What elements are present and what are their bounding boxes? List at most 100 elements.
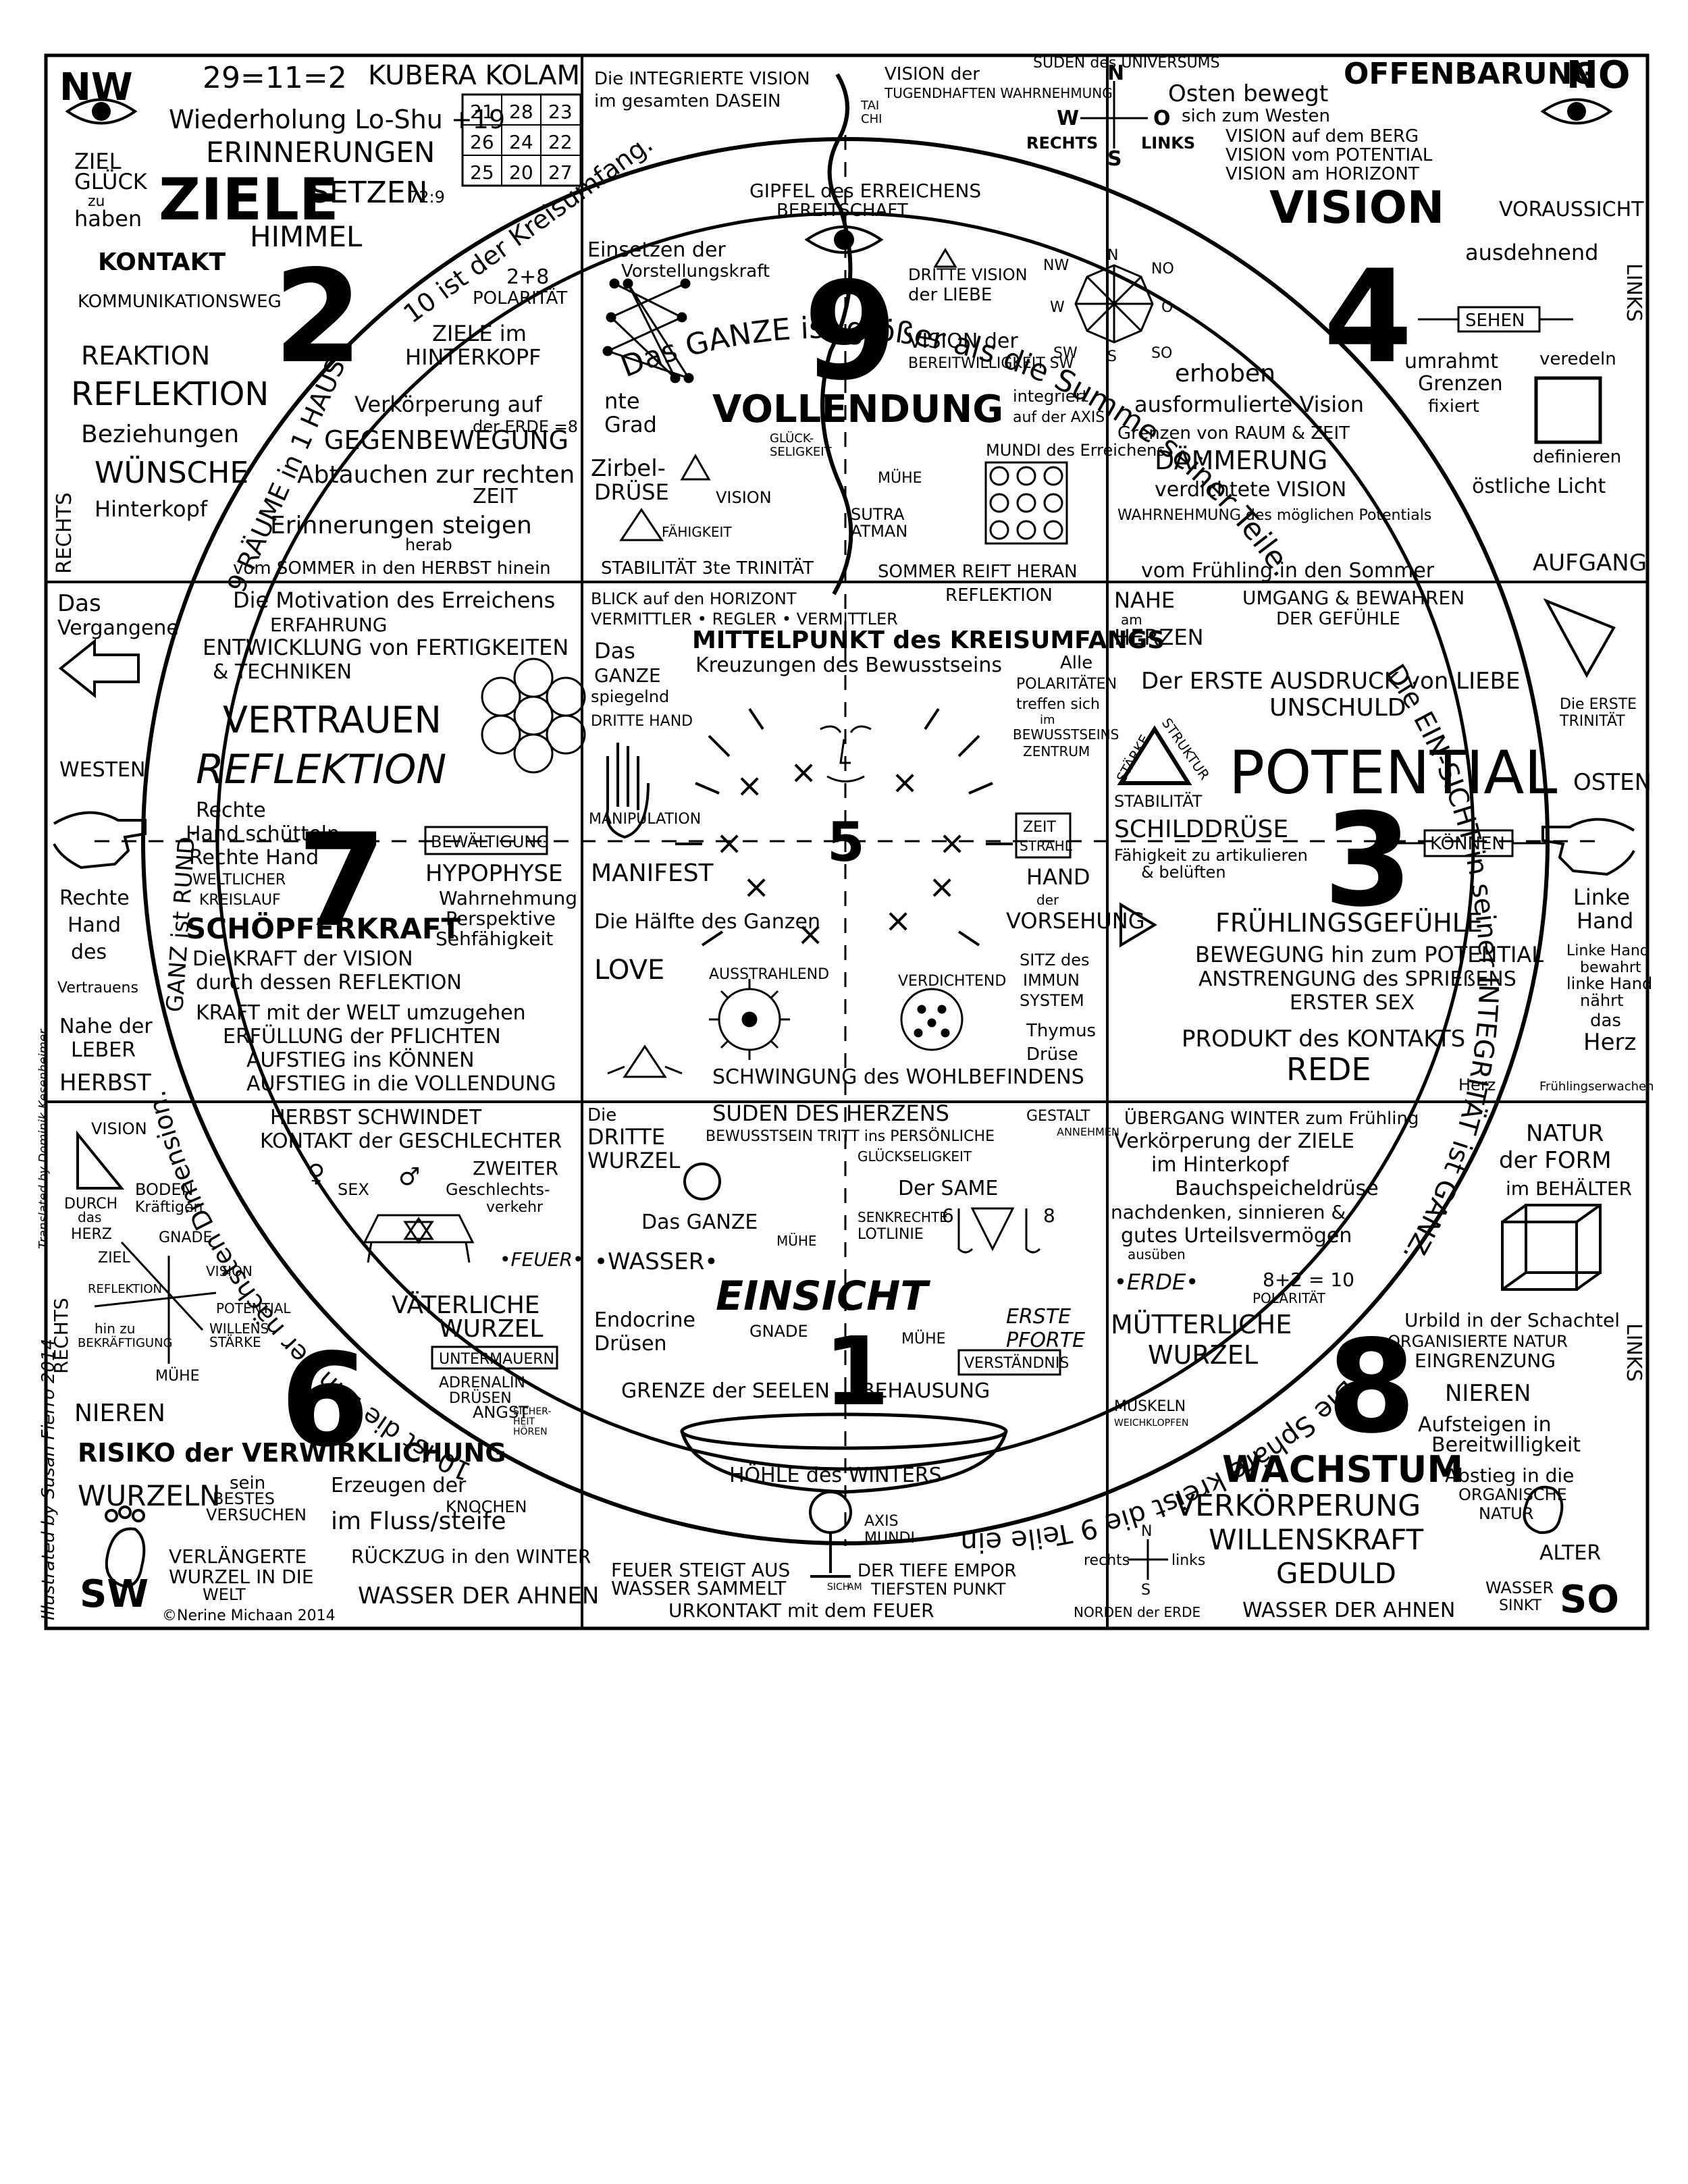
arrow-left-icon <box>58 638 140 699</box>
svg-text:Hand: Hand <box>68 913 121 937</box>
svg-text:DER TIEFE EMPOR: DER TIEFE EMPOR <box>858 1561 1016 1581</box>
svg-text:LINKS: LINKS <box>1622 263 1645 322</box>
svg-text:BEWÄLTIGUNG: BEWÄLTIGUNG <box>431 832 549 851</box>
six-section: HERBST SCHWINDET KONTAKT der GESCHLECHTE… <box>260 1106 583 1437</box>
svg-text:Rechte: Rechte <box>196 799 266 822</box>
triangle-icon <box>76 1130 125 1190</box>
svg-text:ausüben: ausüben <box>1128 1246 1186 1262</box>
svg-text:der FORM: der FORM <box>1499 1147 1612 1174</box>
svg-text:×: × <box>797 915 824 953</box>
triangle-icon <box>680 453 711 481</box>
svg-text:WILLENS: WILLENS <box>209 1321 269 1337</box>
svg-text:treffen sich: treffen sich <box>1016 696 1100 713</box>
svg-text:Kreuzungen des Bewusstseins: Kreuzungen des Bewusstseins <box>695 654 1002 677</box>
svg-text:MÜTTERLICHE: MÜTTERLICHE <box>1111 1310 1292 1339</box>
svg-text:Das GANZE: Das GANZE <box>641 1210 758 1234</box>
svg-text:PRODUKT des KONTAKTS: PRODUKT des KONTAKTS <box>1182 1026 1465 1053</box>
svg-text:STÄRKE: STÄRKE <box>1113 732 1153 784</box>
svg-text:der LIEBE: der LIEBE <box>908 285 992 305</box>
svg-text:N: N <box>1107 247 1118 264</box>
svg-text:ANSTRENGUNG des SPRIEßENS: ANSTRENGUNG des SPRIEßENS <box>1198 967 1516 991</box>
svg-text:KONTAKT: KONTAKT <box>98 248 226 276</box>
svg-text:×: × <box>891 764 918 801</box>
svg-text:29=11=2: 29=11=2 <box>203 61 347 95</box>
svg-text:GIPFEL des ERREICHENS: GIPFEL des ERREICHENS <box>749 180 981 202</box>
svg-text:Das: Das <box>57 590 101 617</box>
svg-text:Das: Das <box>594 638 635 664</box>
svg-text:W: W <box>1057 107 1079 130</box>
lo-shu-grid: 21 28 23 26 24 22 25 20 27 <box>461 93 582 187</box>
svg-text:ATMAN: ATMAN <box>851 522 907 541</box>
svg-text:MÜHE: MÜHE <box>901 1330 946 1348</box>
svg-text:KNOCHEN: KNOCHEN <box>446 1497 527 1516</box>
svg-text:POLARITÄT: POLARITÄT <box>473 287 567 309</box>
svg-text:Rechte Hand: Rechte Hand <box>189 846 319 870</box>
svg-text:VISION am HORIZONT: VISION am HORIZONT <box>1225 164 1419 184</box>
svg-text:BEWUSSTSEIN TRITT ins PERSÖNLI: BEWUSSTSEIN TRITT ins PERSÖNLICHE <box>706 1127 995 1145</box>
svg-text:im: im <box>1040 713 1055 727</box>
svg-text:MANIFEST: MANIFEST <box>591 859 714 887</box>
center-section: BLICK auf den HORIZONT VERMITTLER • REGL… <box>589 585 1165 1089</box>
svg-text:ANGST: ANGST <box>473 1403 529 1422</box>
svg-text:Aufsteigen in: Aufsteigen in <box>1418 1413 1552 1437</box>
svg-text:DURCH: DURCH <box>64 1196 117 1213</box>
svg-text:WASSER DER AHNEN: WASSER DER AHNEN <box>358 1582 599 1609</box>
svg-text:REFLEKTION: REFLEKTION <box>945 585 1053 606</box>
svg-text:ZIEL: ZIEL <box>98 1250 130 1267</box>
svg-text:auf der AXIS: auf der AXIS <box>1013 409 1105 426</box>
svg-text:VERLÄNGERTE: VERLÄNGERTE <box>169 1545 307 1568</box>
svg-text:ERINNERUNGEN: ERINNERUNGEN <box>206 136 435 169</box>
svg-text:im Fluss/steife: im Fluss/steife <box>331 1508 506 1535</box>
svg-text:HAND: HAND <box>1026 864 1090 890</box>
sun-radiating-icon <box>709 979 790 1060</box>
triangle-icon <box>1543 598 1616 678</box>
svg-text:SCHWINGUNG des WOHLBEFINDENS: SCHWINGUNG des WOHLBEFINDENS <box>712 1065 1084 1089</box>
svg-text:sich zum Westen: sich zum Westen <box>1182 106 1330 126</box>
svg-text:WASSER SAMMELT: WASSER SAMMELT <box>611 1577 787 1599</box>
compass-icon: N W O S RECHTS LINKS <box>1026 61 1195 171</box>
footprint-icon <box>105 1506 146 1589</box>
svg-text:PFORTE: PFORTE <box>1006 1329 1085 1352</box>
number-three: 3 <box>1323 786 1413 935</box>
svg-text:MUNDI des Erreichens: MUNDI des Erreichens <box>986 441 1165 460</box>
svg-text:vom SOMMER in den HERBST hinei: vom SOMMER in den HERBST hinein <box>233 558 551 579</box>
svg-text:spiegelnd: spiegelnd <box>591 687 669 706</box>
svg-text:Osten bewegt: Osten bewegt <box>1168 80 1328 107</box>
svg-text:Grenzen von RAUM & ZEIT: Grenzen von RAUM & ZEIT <box>1117 423 1350 444</box>
svg-text:Zirbel-: Zirbel- <box>591 455 666 482</box>
svg-text:STABILITÄT: STABILITÄT <box>1114 791 1203 811</box>
ne-section: Osten bewegt sich zum Westen VISION auf … <box>1117 80 1647 583</box>
svg-text:BLICK auf den HORIZONT: BLICK auf den HORIZONT <box>591 589 797 608</box>
axis-mundi-tree-icon <box>809 1491 852 1578</box>
svg-text:×: × <box>790 753 817 791</box>
svg-text:nte: nte <box>604 388 640 414</box>
svg-text:MÜHE: MÜHE <box>776 1233 817 1249</box>
svg-text:Kräftigen: Kräftigen <box>135 1199 203 1216</box>
svg-text:WAHRNEHMUNG des möglichen Pote: WAHRNEHMUNG des möglichen Potentials <box>1117 507 1431 524</box>
svg-text:ADRENALIN: ADRENALIN <box>439 1375 525 1391</box>
svg-text:LOVE: LOVE <box>594 955 664 986</box>
svg-text:hin zu: hin zu <box>95 1321 135 1337</box>
svg-text:NIEREN: NIEREN <box>1445 1380 1531 1407</box>
svg-text:WACHSTUM: WACHSTUM <box>1222 1448 1463 1491</box>
svg-text:DRITTE: DRITTE <box>587 1124 665 1150</box>
svg-text:©Nerine Michaan 2014: ©Nerine Michaan 2014 <box>162 1607 336 1624</box>
svg-text:URKONTAKT mit dem FEUER: URKONTAKT mit dem FEUER <box>668 1599 934 1622</box>
svg-text:sein: sein <box>230 1473 265 1493</box>
flower-of-life-icon <box>481 658 586 774</box>
svg-text:FEUER STEIGT AUS: FEUER STEIGT AUS <box>611 1559 790 1581</box>
svg-text:IMMUN: IMMUN <box>1023 971 1080 990</box>
svg-text:Hinterkopf: Hinterkopf <box>95 496 208 522</box>
svg-text:veredeln: veredeln <box>1539 349 1616 369</box>
svg-text:vom Frühling in den Sommer: vom Frühling in den Sommer <box>1141 559 1435 583</box>
svg-text:Hand schütteln: Hand schütteln <box>186 822 340 846</box>
svg-text:8+2 = 10: 8+2 = 10 <box>1263 1269 1354 1291</box>
svg-text:KOMMUNIKATIONSWEG: KOMMUNIKATIONSWEG <box>78 292 282 312</box>
svg-text:VISION: VISION <box>91 1119 147 1138</box>
svg-text:durch dessen REFLEKTION: durch dessen REFLEKTION <box>196 971 462 994</box>
svg-text:WURZEL: WURZEL <box>1148 1340 1258 1370</box>
hands-triangle-icon <box>607 1044 683 1078</box>
svg-text:ZIELE im: ZIELE im <box>432 321 527 346</box>
svg-text:×: × <box>885 902 912 940</box>
svg-text:SÜDEN DES HERZENS: SÜDEN DES HERZENS <box>712 1100 949 1126</box>
